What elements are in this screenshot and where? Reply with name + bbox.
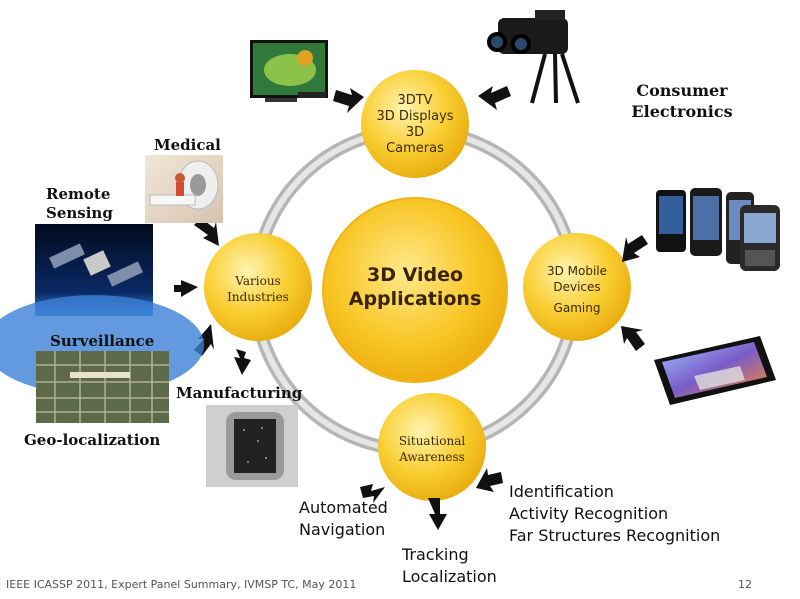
node-left-line-2: Industries <box>227 290 289 304</box>
tablet-image <box>654 336 776 405</box>
arrow-to-navigation <box>360 484 385 503</box>
arrow-to-phones <box>622 235 648 262</box>
arrow-to-camera <box>478 86 511 110</box>
label-automated-line-1: Automated <box>299 498 388 517</box>
node-bottom-text: Situational Awareness <box>382 433 482 465</box>
tv-image <box>250 40 328 102</box>
node-top-line-1: 3DTV <box>397 93 433 108</box>
label-tracking-line-1: Tracking <box>402 545 469 564</box>
arrow-to-tablet <box>621 326 645 351</box>
label-consumer-line-2: Electronics <box>631 102 733 121</box>
node-left-circle <box>204 233 312 341</box>
label-manufacturing: Manufacturing <box>176 384 303 402</box>
label-identification-list: Identification Activity Recognition Far … <box>509 481 720 547</box>
node-top-line-4: Cameras <box>386 141 444 156</box>
medical-image <box>145 155 223 223</box>
camera-image <box>487 10 580 104</box>
label-consumer-line-1: Consumer <box>636 81 728 100</box>
phones-image <box>652 185 780 275</box>
center-title: 3D Video Applications <box>325 263 505 311</box>
label-automated-navigation: Automated Navigation <box>299 497 388 541</box>
label-medical: Medical <box>154 136 221 154</box>
arrow-to-remote <box>174 280 198 297</box>
node-bottom-circle <box>378 393 486 501</box>
center-title-line-2: Applications <box>348 288 482 310</box>
node-left-line-1: Various <box>235 274 281 288</box>
arrows <box>174 86 648 530</box>
arrow-to-identification <box>476 468 503 492</box>
arrow-to-tv <box>333 88 364 113</box>
center-title-line-1: 3D Video <box>366 264 464 286</box>
aerial-map-image <box>36 351 169 423</box>
node-top-line-2: 3D Displays <box>376 109 454 124</box>
node-left-text: Various Industries <box>208 273 308 305</box>
node-top-text: 3DTV 3D Displays 3D Cameras <box>365 93 465 157</box>
node-top-line-3: 3D <box>405 125 425 140</box>
label-identification-line-3: Far Structures Recognition <box>509 526 721 545</box>
node-right-line-2: Devices <box>553 280 601 294</box>
label-identification-line-2: Activity Recognition <box>509 504 669 523</box>
label-geo-localization: Geo-localization <box>24 431 161 449</box>
manufacturing-image <box>206 405 298 487</box>
node-bottom-line-1: Situational <box>398 434 466 448</box>
label-tracking-line-2: Localization <box>402 567 497 586</box>
label-automated-line-2: Navigation <box>299 520 386 539</box>
label-consumer-electronics: Consumer Electronics <box>622 80 742 122</box>
label-remote-line-1: Remote <box>46 185 111 203</box>
footer-page-number: 12 <box>738 578 752 591</box>
label-identification-line-1: Identification <box>509 482 614 501</box>
node-right-line-1: 3D Mobile <box>546 264 608 278</box>
node-bottom-line-2: Awareness <box>399 450 465 464</box>
label-remote-line-2: Sensing <box>46 204 113 222</box>
arrow-to-tracking <box>428 498 447 530</box>
arrow-to-manufacturing <box>234 349 251 375</box>
label-tracking-localization: Tracking Localization <box>402 544 497 588</box>
footer-citation: IEEE ICASSP 2011, Expert Panel Summary, … <box>6 578 357 591</box>
label-remote-sensing: Remote Sensing <box>46 185 113 223</box>
node-right-line-3: Gaming <box>553 301 601 315</box>
label-surveillance: Surveillance <box>50 332 155 350</box>
node-right-text: 3D Mobile Devices Gaming <box>527 263 627 316</box>
center-circle <box>322 197 508 383</box>
node-top-circle <box>361 70 469 178</box>
arrow-to-medical <box>194 218 219 246</box>
node-right-circle <box>523 233 631 341</box>
